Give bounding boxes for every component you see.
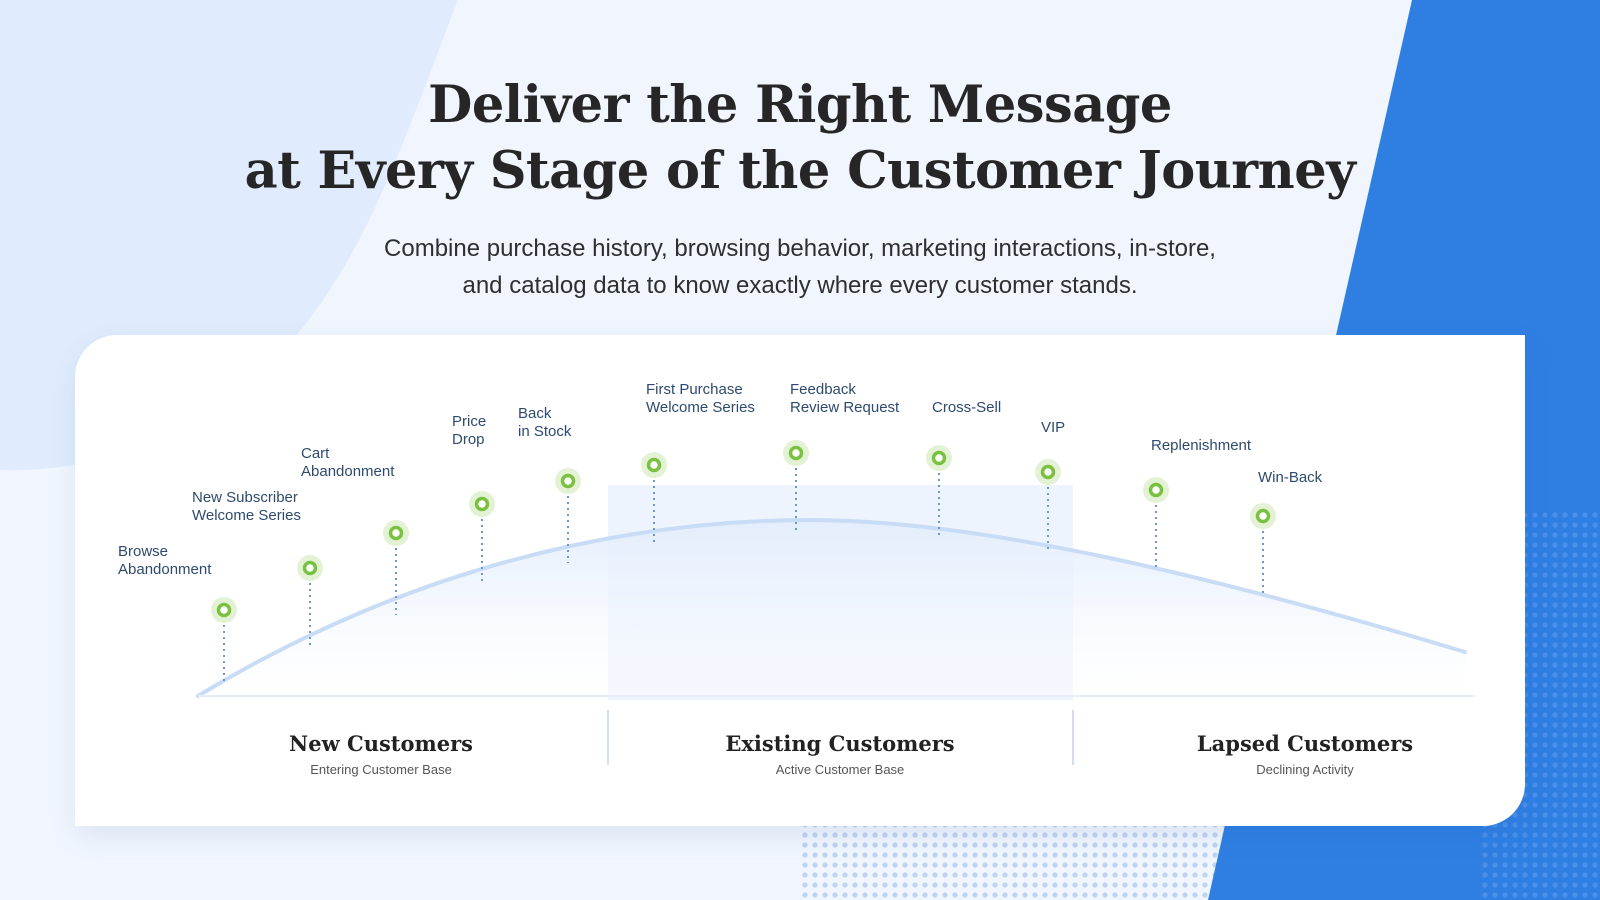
stage-label-line: Abandonment	[301, 463, 395, 480]
stage-marker-icon	[474, 496, 490, 512]
stage-label-line: Abandonment	[118, 561, 212, 578]
stage-label-line: First Purchase	[646, 381, 743, 398]
segment-title: New Customers	[289, 731, 473, 756]
stage-label-line: Browse	[118, 543, 169, 560]
journey-markers	[211, 440, 1276, 685]
journey-curve	[196, 517, 1467, 698]
stage-label: Win-Back	[1258, 469, 1322, 487]
page-title: Deliver the Right Message at Every Stage…	[0, 72, 1600, 204]
stage-label-line: Feedback	[790, 381, 856, 398]
stage-label-line: Replenishment	[1151, 437, 1252, 454]
stage-label: Replenishment	[1151, 437, 1251, 455]
stage-marker-icon	[646, 457, 662, 473]
stage-label-line: VIP	[1041, 419, 1066, 436]
stage-label: VIP	[1041, 419, 1065, 437]
stage-marker-icon	[931, 450, 947, 466]
page-subtitle-line-1: Combine purchase history, browsing behav…	[384, 235, 1216, 262]
stage-marker-icon	[1255, 508, 1271, 524]
stage-label-line: Welcome Series	[192, 507, 301, 524]
stage-label-line: Review Request	[790, 399, 900, 416]
page-title-line-2: at Every Stage of the Customer Journey	[244, 141, 1356, 201]
segment-new-customers: New Customers Entering Customer Base	[151, 730, 611, 777]
stage-label-line: Welcome Series	[646, 399, 755, 416]
stage-label-line: New Subscriber	[192, 489, 298, 506]
stage-marker-icon	[388, 525, 404, 541]
stage-label: Cross-Sell	[932, 399, 1001, 417]
segment-title: Existing Customers	[725, 731, 955, 756]
stage-marker-icon	[1040, 464, 1056, 480]
stage-label-line: Back	[518, 405, 552, 422]
stage-marker-icon	[788, 445, 804, 461]
segment-subtitle: Declining Activity	[1256, 762, 1354, 777]
journey-diagram	[196, 440, 1475, 765]
page-title-line-1: Deliver the Right Message	[428, 75, 1172, 135]
stage-marker-icon	[216, 602, 232, 618]
stage-marker-icon	[560, 473, 576, 489]
stage-marker-icon	[1148, 482, 1164, 498]
segment-subtitle: Entering Customer Base	[310, 762, 452, 777]
stage-label-line: Win-Back	[1258, 469, 1323, 486]
stage-label-line: Cart	[301, 445, 330, 462]
page-subtitle: Combine purchase history, browsing behav…	[0, 230, 1600, 304]
stage-label-line: Price	[452, 413, 487, 430]
journey-area-fill	[198, 520, 1465, 696]
stage-marker-icon	[302, 560, 318, 576]
stage-label-line: in Stock	[518, 423, 572, 440]
background-dots-bottom	[800, 820, 1240, 900]
segment-existing-customers: Existing Customers Active Customer Base	[610, 730, 1070, 777]
page-subtitle-line-2: and catalog data to know exactly where e…	[462, 272, 1138, 299]
stage-label-line: Cross-Sell	[932, 399, 1002, 416]
segment-subtitle: Active Customer Base	[775, 762, 905, 777]
stage-label-line: Drop	[452, 431, 485, 448]
segment-lapsed-customers: Lapsed Customers Declining Activity	[1075, 730, 1525, 777]
segment-title: Lapsed Customers	[1196, 731, 1414, 756]
